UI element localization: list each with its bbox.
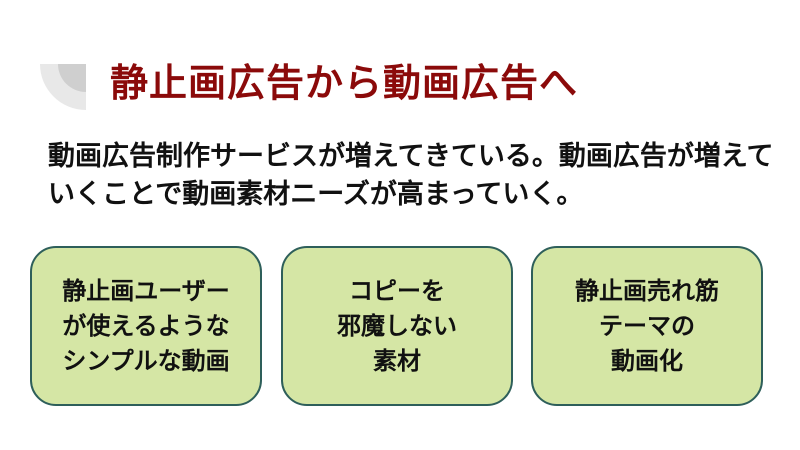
card-line: 静止画ユーザー	[62, 276, 230, 305]
lead-line-2: いくことで動画素材ニーズが高まっていく。	[48, 179, 584, 210]
card-bestseller-theme-video: 静止画売れ筋 テーマの 動画化	[531, 246, 763, 406]
card-line: シンプルな動画	[62, 346, 230, 375]
card-line: が使えるような	[62, 311, 230, 340]
card-line: 動画化	[611, 346, 683, 375]
card-line: テーマの	[599, 311, 695, 340]
card-line: 素材	[373, 346, 421, 375]
card-line: 静止画売れ筋	[575, 276, 719, 305]
quarter-ring-decoration-icon	[40, 64, 86, 110]
card-simple-video: 静止画ユーザー が使えるような シンプルな動画	[30, 246, 262, 406]
card-line: コピーを	[349, 276, 445, 305]
card-non-intrusive-material: コピーを 邪魔しない 素材	[281, 246, 513, 406]
card-line: 邪魔しない	[337, 311, 457, 340]
lead-paragraph: 動画広告制作サービスが増えてきている。動画広告が増えて いくことで動画素材ニーズ…	[48, 138, 774, 214]
lead-line-1: 動画広告制作サービスが増えてきている。動画広告が増えて	[48, 141, 774, 172]
slide-title: 静止画広告から動画広告へ	[110, 61, 579, 105]
